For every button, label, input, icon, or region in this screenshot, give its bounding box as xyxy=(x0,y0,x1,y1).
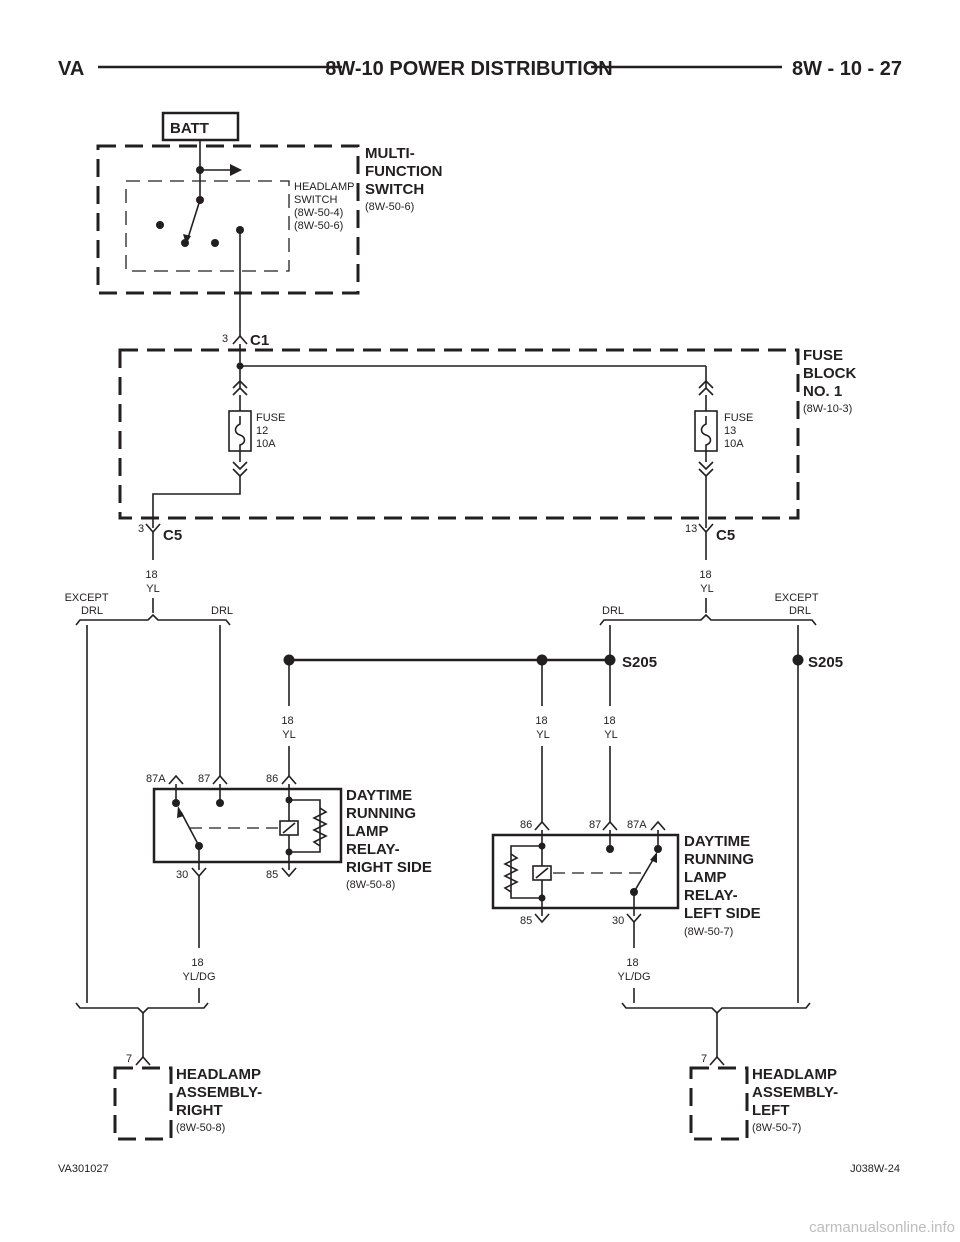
wire-fuse12-to-c5 xyxy=(152,476,241,528)
relay-right-pin-85: 85 xyxy=(266,869,278,881)
relay-right-title: DAYTIME RUNNING LAMP RELAY- RIGHT SIDE xyxy=(346,787,432,876)
c5-right-name: C5 xyxy=(716,527,735,544)
c5-left-name: C5 xyxy=(163,527,182,544)
headlamp-switch-label: HEADLAMP SWITCH (8W-50-4) (8W-50-6) xyxy=(294,181,357,232)
merge-right-headlamp xyxy=(75,1002,209,1015)
c1-pin: 3 xyxy=(222,333,228,345)
hl-left-title: HEADLAMP ASSEMBLY- LEFT xyxy=(752,1066,842,1119)
hl-right-title: HEADLAMP ASSEMBLY- RIGHT xyxy=(176,1066,266,1119)
hl-left-connector xyxy=(709,1055,725,1066)
c5-right-pin: 13 xyxy=(685,523,697,535)
hl-left-boundary xyxy=(689,1066,749,1141)
hl-right-ref: (8W-50-8) xyxy=(176,1122,225,1134)
relay-right-pin-86: 86 xyxy=(266,773,278,785)
branch-left xyxy=(75,613,231,626)
relay-right-pin-87: 87 xyxy=(198,773,210,785)
merge-left-headlamp xyxy=(621,1002,811,1015)
hl-right-pin: 7 xyxy=(126,1053,132,1065)
branch-left-drl: DRL xyxy=(211,605,233,617)
mfs-title: MULTI- FUNCTION SWITCH xyxy=(365,145,447,198)
branch-left-except-drl: EXCEPT DRL xyxy=(65,592,112,617)
c5-left-pin: 3 xyxy=(138,523,144,535)
relay-left-pin-87a: 87A xyxy=(627,819,647,831)
wire-c5-left-label: 18 YL xyxy=(145,569,160,595)
relay-left-pin-87: 87 xyxy=(589,819,601,831)
watermark: carmanualsonline.info xyxy=(809,1219,955,1236)
c1-name: C1 xyxy=(250,332,269,349)
mfs-boundary xyxy=(96,144,360,295)
relay-left-title: DAYTIME RUNNING LAMP RELAY- LEFT SIDE xyxy=(684,833,761,922)
footer-left: VA301027 xyxy=(58,1163,109,1175)
relay-right-pin-30: 30 xyxy=(176,869,188,881)
headlamp-switch-boundary xyxy=(125,180,290,272)
hl-left-ref: (8W-50-7) xyxy=(752,1122,801,1134)
hl-right-boundary xyxy=(113,1066,173,1141)
fuse-block-title: FUSE BLOCK NO. 1 xyxy=(803,347,861,400)
relay-right-ref: (8W-50-8) xyxy=(346,879,395,891)
relay-right-pins-bottom xyxy=(191,867,297,878)
branch-right-except-drl: EXCEPT DRL xyxy=(775,592,822,617)
mfs-ref: (8W-50-6) xyxy=(365,201,414,213)
batt-label: BATT xyxy=(170,120,209,137)
headlamp-switch-symbol xyxy=(156,164,244,247)
hl-left-pin: 7 xyxy=(701,1053,707,1065)
wire-c5-right-label: 18 YL xyxy=(699,569,714,595)
wire-rr30-label: 18 YL/DG xyxy=(182,957,215,983)
fuse-block-boundary xyxy=(118,348,800,520)
branch-right-drl: DRL xyxy=(602,605,624,617)
relay-left-pins-top xyxy=(534,820,666,831)
fuse-12-symbol xyxy=(228,379,252,478)
c1-connector xyxy=(232,334,248,345)
splice-s205-b: S205 xyxy=(808,654,843,671)
relay-left-internals xyxy=(503,830,662,916)
fuse-13-label: FUSE 13 10A xyxy=(724,412,756,450)
relay-right-pin-87a: 87A xyxy=(146,773,166,785)
relay-right-pins-top xyxy=(168,774,297,785)
hl-right-connector xyxy=(135,1055,151,1066)
relay-left-pins-bottom xyxy=(534,913,642,924)
branch-right xyxy=(599,613,817,626)
fuse-block-ref: (8W-10-3) xyxy=(803,403,852,415)
relay-right-internals xyxy=(172,784,328,870)
wire-rr86-label: 18 YL xyxy=(281,715,296,741)
header-left: VA xyxy=(58,58,84,80)
header-right: 8W - 10 - 27 xyxy=(792,58,902,80)
relay-left-box xyxy=(491,833,680,910)
wire-lr30-label: 18 YL/DG xyxy=(617,957,650,983)
relay-left-pin-86: 86 xyxy=(520,819,532,831)
footer-right: J038W-24 xyxy=(850,1163,900,1175)
relay-left-pin-30: 30 xyxy=(612,915,624,927)
splice-s205-a: S205 xyxy=(622,654,657,671)
header-title: 8W-10 POWER DISTRIBUTION xyxy=(325,58,612,80)
relay-left-pin-85: 85 xyxy=(520,915,532,927)
fuse-12-label: FUSE 12 10A xyxy=(256,412,288,450)
splice-s205-bus xyxy=(283,654,804,666)
wire-lr86-label: 18 YL xyxy=(535,715,550,741)
relay-left-ref: (8W-50-7) xyxy=(684,926,733,938)
wire-lr87-label: 18 YL xyxy=(603,715,618,741)
fuse-13-symbol xyxy=(694,379,718,478)
relay-right-box xyxy=(152,787,343,864)
